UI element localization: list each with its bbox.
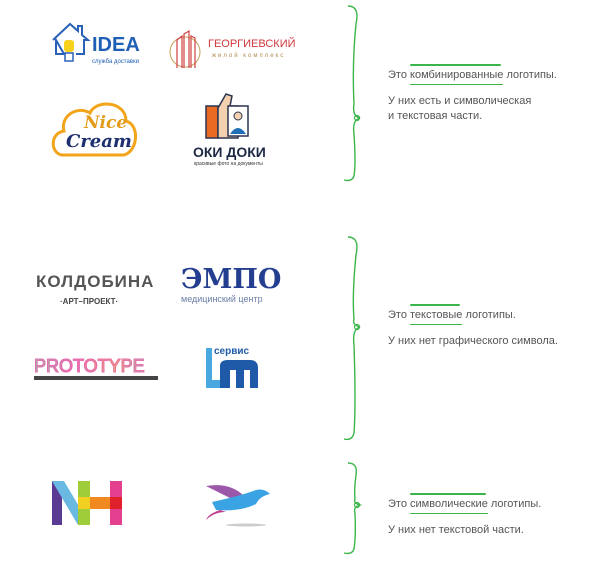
prototype-logo: PROTOTYPE (34, 357, 158, 381)
description-intro: Это (388, 309, 407, 321)
lm-logo: сервис (198, 346, 264, 392)
house-bulb-icon (52, 22, 91, 62)
nicecream-line2: Cream (66, 131, 132, 152)
okidoki-name: ОКИ ДОКИ (193, 144, 266, 160)
description-line: и текстовая части. (388, 110, 483, 122)
nh-stroke (90, 497, 110, 509)
description-title: Это комбинированные логотипы. (388, 64, 557, 85)
description-rest: логотипы. (465, 309, 516, 321)
highlighted-term: комбинированные (410, 64, 504, 85)
empo-logo: ЭМПО медицинский центр (181, 266, 291, 316)
georgievsky-tagline: жилой комплекс (212, 53, 286, 59)
description-title: Это символические логотипы. (388, 493, 542, 514)
empo-tagline: медицинский центр (181, 294, 263, 304)
brace-symbolic (343, 462, 363, 555)
thumbs-up-photo-icon (205, 93, 249, 139)
towers-icon (169, 29, 201, 68)
nh-stroke (52, 481, 62, 525)
description-rest: логотипы. (506, 69, 557, 81)
nicecream-line1: Nice (84, 113, 128, 133)
nh-logo (52, 481, 122, 525)
georgievsky-name: ГЕОРГИЕВСКИЙ (208, 38, 296, 50)
koldobina-logo: КОЛДОБИНА ·АРТ–ПРОЕКТ· (36, 272, 156, 312)
koldobina-name: КОЛДОБИНА (36, 272, 155, 291)
prototype-bar (34, 376, 158, 380)
description-combined: Это комбинированные логотипы. У них есть… (388, 64, 557, 124)
bird-logo (206, 485, 270, 527)
cloud-icon (51, 102, 137, 157)
highlighted-term: символические (410, 493, 488, 514)
prototype-name: PROTOTYPE (34, 357, 158, 376)
idea-name: IDEA (92, 34, 140, 56)
description-line: У них нет графического символа. (388, 335, 558, 347)
description-rest: логотипы. (490, 498, 542, 510)
okidoki-logo: ОКИ ДОКИ красивые фото на документы (190, 92, 280, 172)
brace-text (343, 236, 361, 441)
description-symbolic: Это символические логотипы. У них нет те… (388, 493, 542, 538)
okidoki-tagline: красивые фото на документы (194, 161, 263, 167)
brace-combined (343, 5, 361, 182)
koldobina-tagline: ·АРТ–ПРОЕКТ· (60, 297, 119, 306)
description-line: У них есть и символическая (388, 95, 532, 107)
description-title: Это текстовые логотипы. (388, 304, 558, 325)
description-line: У них нет текстовой части. (388, 524, 524, 536)
lm-name: сервис (214, 346, 250, 357)
georgievsky-logo: ГЕОРГИЕВСКИЙ жилой комплекс (168, 28, 308, 78)
description-intro: Это (388, 69, 407, 81)
lm-mark-icon (206, 348, 258, 388)
nicecream-logo: Nice Cream (50, 95, 140, 165)
nh-stroke (110, 497, 122, 509)
description-intro: Это (388, 498, 407, 510)
description-text: Это текстовые логотипы. У них нет графич… (388, 304, 558, 349)
nh-stroke (78, 497, 90, 509)
idea-tagline: служба доставки (92, 59, 139, 65)
highlighted-term: текстовые (410, 304, 463, 325)
idea-logo: IDEA служба доставки (50, 20, 150, 70)
empo-name: ЭМПО (181, 264, 282, 295)
